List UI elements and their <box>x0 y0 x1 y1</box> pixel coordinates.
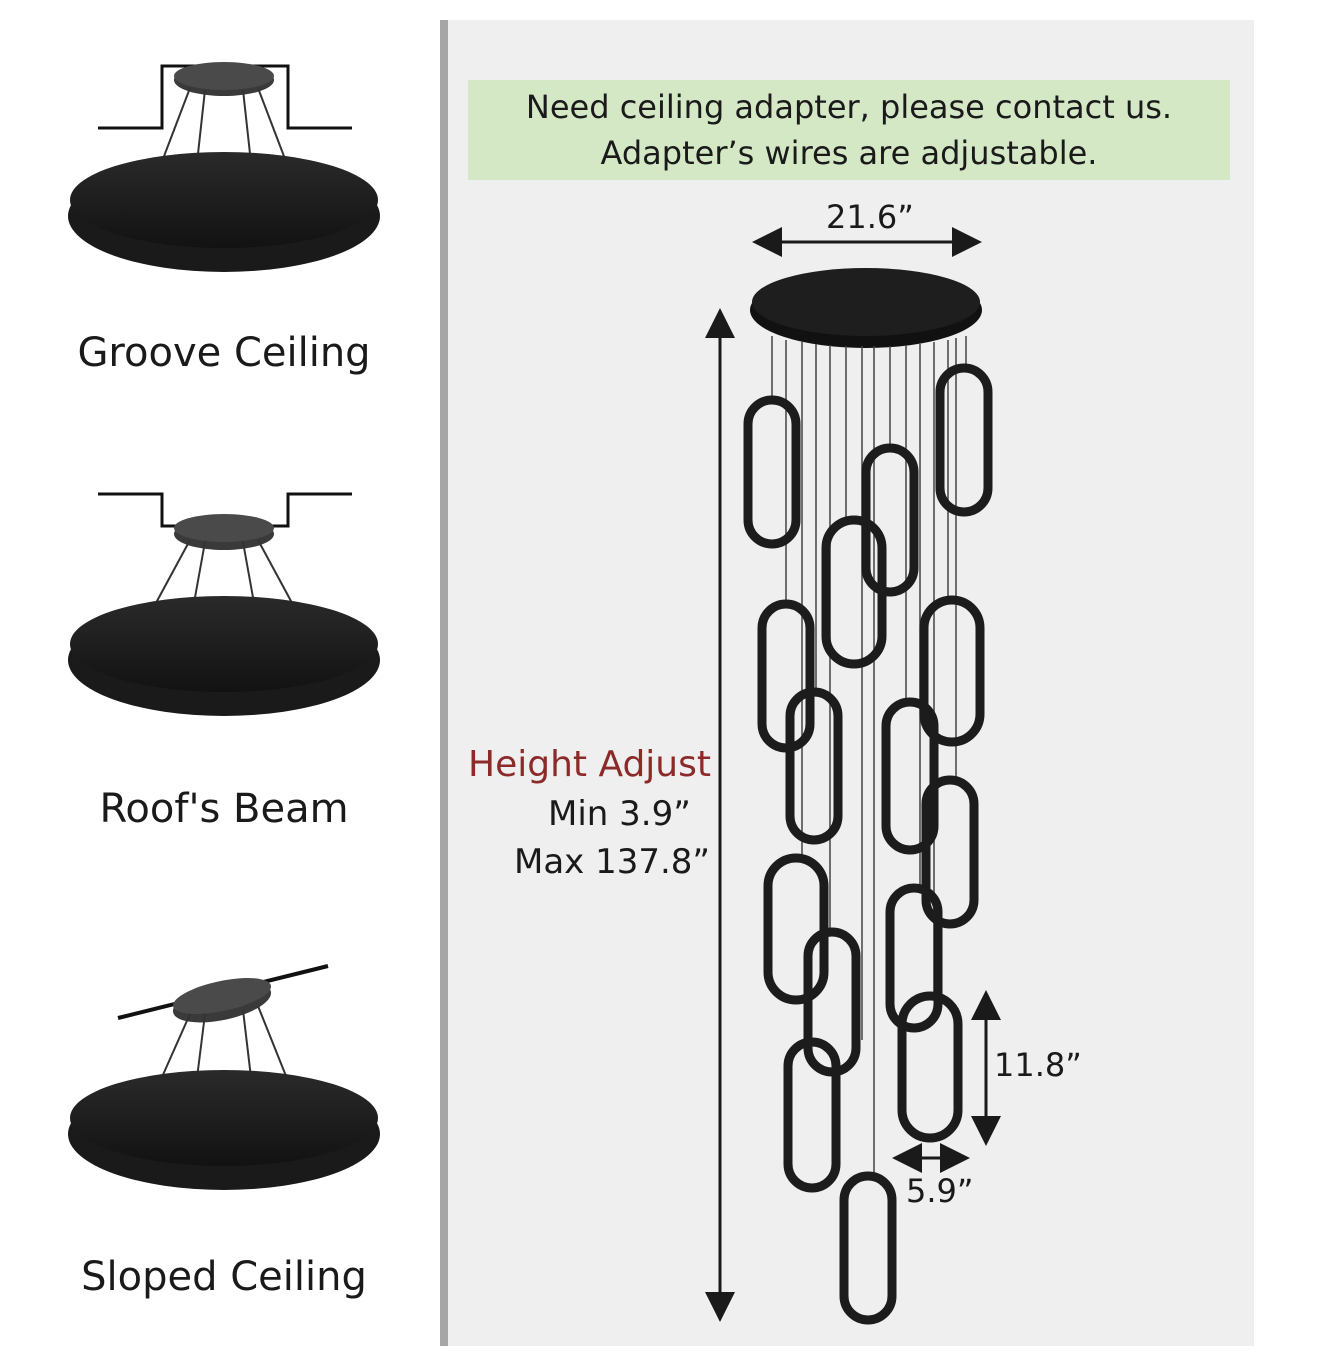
ring <box>839 1171 897 1325</box>
ring <box>885 883 943 1033</box>
groove-ceiling-illustration <box>68 62 380 272</box>
ring <box>763 853 829 1005</box>
rings <box>743 363 993 1325</box>
height-min-label: Min 3.9” <box>548 794 691 834</box>
mount-illustrations <box>68 62 380 1190</box>
ring <box>785 687 843 845</box>
roofs-beam-label: Roof's Beam <box>99 786 349 832</box>
adapter-notice-line-1: Need ceiling adapter, please contact us. <box>525 88 1173 126</box>
ring <box>821 515 887 669</box>
adapter-notice-banner: Need ceiling adapter, please contact us.… <box>468 80 1230 180</box>
sloped-ceiling-illustration <box>68 964 380 1190</box>
ring <box>935 363 993 517</box>
groove-ceiling-label: Groove Ceiling <box>77 330 371 376</box>
ring <box>861 443 919 597</box>
ring <box>919 595 985 747</box>
ring <box>881 697 939 855</box>
sloped-ceiling-label: Sloped Ceiling <box>81 1254 367 1300</box>
suspension-wires <box>771 336 967 1176</box>
ring-height-label: 11.8” <box>994 1046 1082 1084</box>
canopy-width-label: 21.6” <box>826 198 914 236</box>
ring <box>743 395 801 549</box>
ring <box>897 991 963 1143</box>
height-adjust-title: Height Adjust <box>468 744 711 785</box>
roofs-beam-illustration <box>68 492 380 716</box>
ring <box>783 1037 841 1193</box>
ring <box>921 775 979 929</box>
canopy <box>750 268 982 348</box>
adapter-notice-line-2: Adapter’s wires are adjustable. <box>600 134 1098 172</box>
ring-width-label: 5.9” <box>906 1172 974 1210</box>
height-max-label: Max 137.8” <box>514 842 711 882</box>
